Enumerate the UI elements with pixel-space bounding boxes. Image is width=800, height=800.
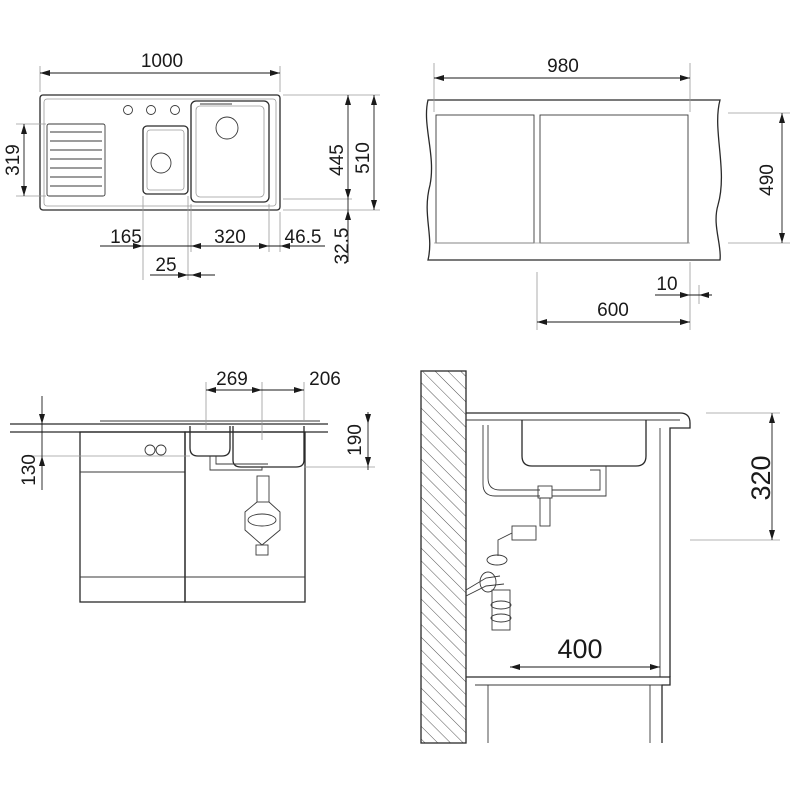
tap-hole-1 xyxy=(123,105,133,115)
tap-hole-2 xyxy=(146,105,156,115)
dim-600: 600 xyxy=(536,262,691,330)
dim-190: 190 xyxy=(304,412,375,470)
dim-130-label: 130 xyxy=(19,454,40,486)
side-siphon xyxy=(465,466,607,631)
dim-600-label: 600 xyxy=(597,300,629,321)
dim-980-label: 980 xyxy=(547,56,579,77)
dim-320-side-label: 320 xyxy=(746,455,776,500)
top-view: 1000 319 445 510 xyxy=(3,51,380,280)
side-cabinet-base xyxy=(466,676,671,743)
dim-490: 490 xyxy=(728,112,790,244)
dim-510-label: 510 xyxy=(353,142,374,174)
small-bowl xyxy=(142,125,189,195)
cutout-left-panel xyxy=(435,114,535,244)
dim-130: 130 xyxy=(19,396,190,490)
side-view: 320 400 xyxy=(420,370,780,744)
dim-445: 445 xyxy=(283,94,380,211)
dim-320-label: 320 xyxy=(214,227,246,248)
dim-319-label: 319 xyxy=(3,144,24,176)
cutout-view: 980 490 600 10 xyxy=(425,56,790,330)
dim-165-label: 165 xyxy=(110,227,142,248)
dim-510: 510 xyxy=(353,95,377,210)
dim-320: 320 xyxy=(690,412,780,541)
front-small-bowl xyxy=(189,426,231,457)
dim-1000: 1000 xyxy=(39,51,281,92)
tap-hole-3 xyxy=(170,105,180,115)
dim-chain-bottom: 165 320 46.5 xyxy=(100,196,325,280)
sink-inner-rim xyxy=(43,98,277,207)
dim-32-5: 32.5 xyxy=(332,199,353,264)
small-bowl-drain xyxy=(150,152,172,174)
front-view: 269 206 130 190 xyxy=(10,369,375,603)
knob-1 xyxy=(144,444,156,456)
drainer-grooves xyxy=(46,123,106,197)
front-large-bowl xyxy=(232,426,305,468)
dim-445-label: 445 xyxy=(327,144,348,176)
dim-25: 25 xyxy=(150,255,215,278)
dim-400-label: 400 xyxy=(557,634,602,664)
front-siphon xyxy=(209,456,281,556)
dim-46-5-label: 46.5 xyxy=(285,227,322,248)
knob-2 xyxy=(155,444,167,456)
dim-980: 980 xyxy=(433,56,691,112)
dim-1000-label: 1000 xyxy=(141,51,183,72)
cutout-right-panel xyxy=(539,114,689,244)
cabinet-left xyxy=(79,431,186,603)
dim-400: 400 xyxy=(510,634,660,670)
large-bowl xyxy=(190,100,270,203)
side-worktop xyxy=(466,412,691,677)
dim-25-label: 25 xyxy=(155,255,176,276)
dim-319: 319 xyxy=(3,123,46,197)
side-bowl xyxy=(521,420,647,467)
dim-32-5-label: 32.5 xyxy=(332,228,353,265)
dim-269-label: 269 xyxy=(216,369,248,390)
dim-10-label: 10 xyxy=(656,274,677,295)
large-bowl-drain xyxy=(215,116,239,140)
dim-190-label: 190 xyxy=(345,424,366,456)
worktop-outline xyxy=(425,99,723,261)
wall-hatched xyxy=(420,370,467,744)
dim-206-label: 206 xyxy=(309,369,341,390)
dim-10: 10 xyxy=(655,274,712,304)
dim-269: 269 206 xyxy=(205,369,341,440)
dim-490-label: 490 xyxy=(757,164,778,196)
sink-outline xyxy=(39,94,281,211)
cabinet-right xyxy=(184,431,306,603)
